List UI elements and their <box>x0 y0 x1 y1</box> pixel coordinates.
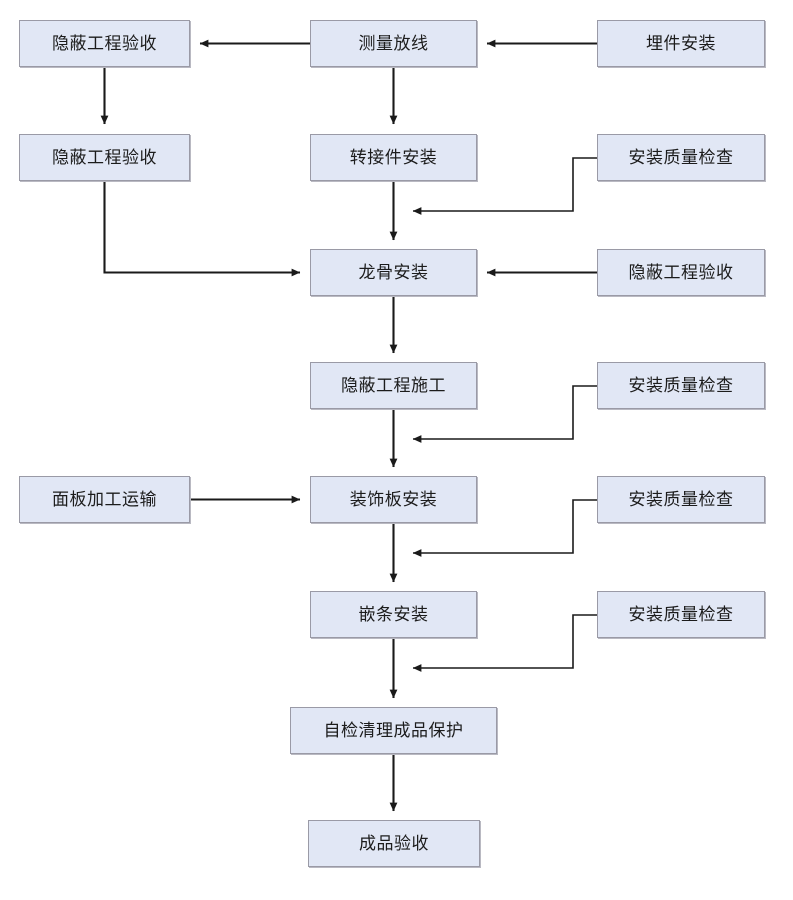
node-anzhuang-zhiliang-jiancha-1[interactable]: 安装质量检查 <box>597 134 765 181</box>
node-label: 隐蔽工程验收 <box>52 148 157 167</box>
node-label: 成品验收 <box>359 834 429 853</box>
node-anzhuang-zhiliang-jiancha-2[interactable]: 安装质量检查 <box>597 362 765 409</box>
node-anzhuang-zhiliang-jiancha-4[interactable]: 安装质量检查 <box>597 591 765 638</box>
node-yinbi-gongcheng-shigong[interactable]: 隐蔽工程施工 <box>310 362 477 409</box>
node-label: 隐蔽工程施工 <box>341 376 446 395</box>
node-maijian-anzhuang[interactable]: 埋件安装 <box>597 20 765 67</box>
node-label: 龙骨安装 <box>358 263 429 282</box>
node-label: 面板加工运输 <box>52 490 157 509</box>
node-chengpin-yanshou[interactable]: 成品验收 <box>308 820 480 867</box>
node-label: 自检清理成品保护 <box>323 721 464 740</box>
node-anzhuang-zhiliang-jiancha-3[interactable]: 安装质量检查 <box>597 476 765 523</box>
node-label: 安装质量检查 <box>628 605 734 624</box>
node-label: 安装质量检查 <box>628 490 734 509</box>
node-celiang-fangxian[interactable]: 测量放线 <box>310 20 477 67</box>
node-yinbi-gongcheng-yanshou-right[interactable]: 隐蔽工程验收 <box>597 249 765 296</box>
node-yinbi-gongcheng-yanshou-second[interactable]: 隐蔽工程验收 <box>19 134 190 181</box>
node-label: 测量放线 <box>358 34 429 53</box>
node-longgu-anzhuang[interactable]: 龙骨安装 <box>310 249 477 296</box>
node-label: 转接件安装 <box>349 148 438 167</box>
node-label: 隐蔽工程验收 <box>52 34 157 53</box>
node-label: 安装质量检查 <box>628 376 734 395</box>
node-label: 嵌条安装 <box>358 605 429 624</box>
node-zhuanjiejian-anzhuang[interactable]: 转接件安装 <box>310 134 477 181</box>
edge-yinbi2-to-longgu <box>103 181 301 277</box>
node-mianban-jiagong-yunshu[interactable]: 面板加工运输 <box>19 476 190 523</box>
node-label: 埋件安装 <box>646 34 716 53</box>
node-zijian-qingli-chengpin-baohu[interactable]: 自检清理成品保护 <box>290 707 497 754</box>
node-zhuangshiban-anzhuang[interactable]: 装饰板安装 <box>310 476 477 523</box>
node-label: 安装质量检查 <box>628 148 734 167</box>
node-yinbi-gongcheng-yanshou-top[interactable]: 隐蔽工程验收 <box>19 20 190 67</box>
node-label: 隐蔽工程验收 <box>628 263 734 282</box>
node-label: 装饰板安装 <box>349 490 438 509</box>
node-qiantiao-anzhuang[interactable]: 嵌条安装 <box>310 591 477 638</box>
